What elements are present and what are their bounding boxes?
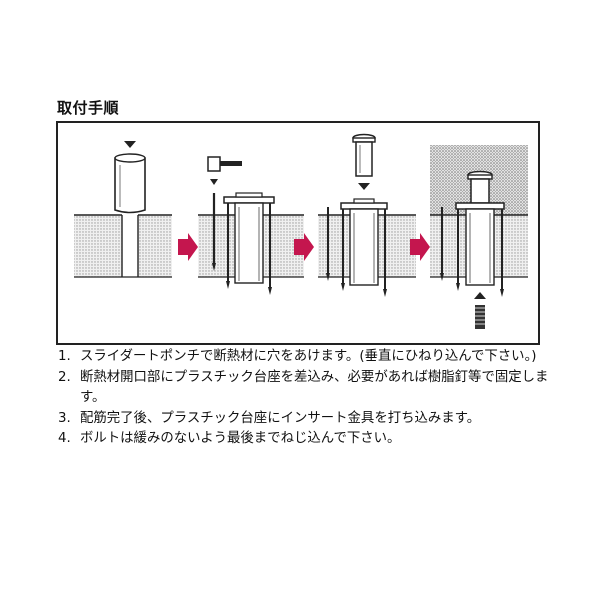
bolt-icon	[474, 305, 486, 329]
step2-illustration	[198, 156, 304, 295]
slider-punch	[114, 153, 146, 214]
plastic-base	[326, 198, 388, 297]
step3-illustration	[318, 133, 416, 297]
arrow-right-icon	[294, 233, 314, 261]
diagram-canvas	[74, 133, 528, 329]
resin-nail	[212, 193, 216, 271]
procedure-steps: 1. スライダートポンチで断熱材に穴をあけます。(垂直にひねり込んで下さい。) …	[56, 347, 556, 450]
step-text: スライダートポンチで断熱材に穴をあけます。(垂直にひねり込んで下さい。)	[80, 349, 537, 364]
up-arrow-icon	[474, 292, 486, 299]
step-number: 1.	[58, 349, 71, 364]
step-number: 4.	[58, 431, 71, 446]
arrow-right-icon	[410, 233, 430, 261]
step1-illustration	[74, 141, 172, 278]
down-arrow-icon	[358, 183, 370, 190]
step-item: 2. 断熱材開口部にプラスチック台座を差込み、必要があれば樹脂釘等で固定します。	[56, 368, 556, 409]
step-text: 断熱材開口部にプラスチック台座を差込み、必要があれば樹脂釘等で固定します。	[80, 369, 549, 406]
step-text: ボルトは緩みのないよう最後までねじ込んで下さい。	[80, 431, 401, 446]
step-text: 配筋完了後、プラスチック台座にインサート金具を打ち込みます。	[80, 410, 481, 426]
hammer-icon	[207, 156, 242, 185]
insulation-block	[74, 215, 122, 277]
page-title: 取付手順	[57, 99, 120, 117]
step-item: 3. 配筋完了後、プラスチック台座にインサート金具を打ち込みます。	[56, 409, 556, 430]
step-number: 2.	[58, 369, 71, 385]
step-item: 4. ボルトは緩みのないよう最後までねじ込んで下さい。	[56, 429, 556, 450]
plastic-base	[223, 192, 275, 295]
insert-fitting	[352, 133, 376, 177]
step-number: 3.	[58, 410, 71, 426]
arrow-right-icon	[178, 233, 198, 261]
step4-illustration	[430, 145, 528, 329]
insulation-block	[138, 215, 172, 277]
down-arrow-icon	[124, 141, 136, 148]
procedure-diagram	[56, 121, 540, 345]
step-item: 1. スライダートポンチで断熱材に穴をあけます。(垂直にひねり込んで下さい。)	[56, 347, 556, 368]
embedded-insert	[440, 170, 505, 297]
